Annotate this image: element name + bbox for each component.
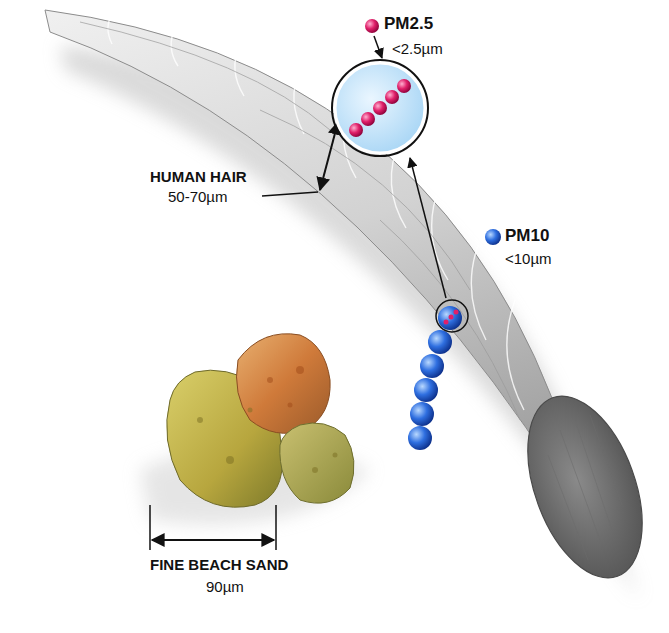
dimension-tick [275,505,277,550]
label-text: <10µm [505,250,552,268]
hair-body [45,10,618,576]
pm25-key [365,19,379,33]
sand-grain [237,334,331,434]
sand-grain [280,423,354,503]
pointer-arrow [374,36,382,58]
hair-width-arrow [320,122,338,190]
label-text: FINE BEACH SAND [150,556,288,574]
magnified-circle [335,63,425,153]
sand-width-arrow [152,539,274,541]
label-text: 90µm [206,578,244,596]
label-text: 50-70µm [168,188,228,206]
hair-cut-end [506,381,665,594]
magnify-arrow [410,158,446,298]
label-text: <2.5µm [392,40,443,58]
pm10-particles [408,306,462,450]
magnifier-ring [332,60,428,156]
magnifier-ring [436,300,468,332]
hair-end-texture [548,415,622,560]
pm25-particles [349,79,411,137]
dimension-tick [149,505,151,550]
pm25-small [444,310,459,325]
label-text: PM10 [505,226,549,246]
pm10-key [485,229,501,245]
label-text: HUMAN HAIR [150,168,247,186]
label-text: PM2.5 [384,14,433,34]
leader-line [262,192,318,196]
sand-texture [197,366,338,473]
